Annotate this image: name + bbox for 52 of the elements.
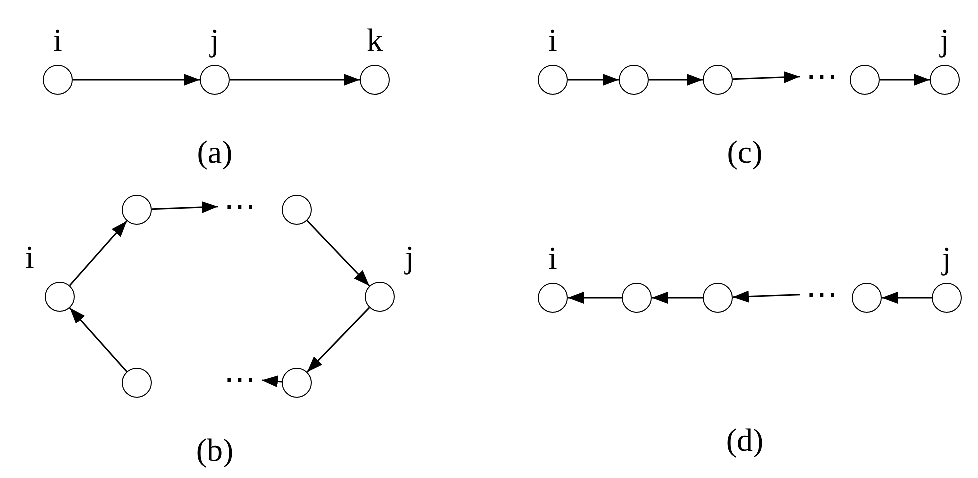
- arrow: [649, 74, 703, 86]
- node-label: k: [367, 24, 383, 56]
- node-label: i: [54, 24, 62, 56]
- arrow: [732, 290, 800, 303]
- arrow: [230, 74, 360, 86]
- circle-node: [122, 195, 152, 225]
- circle-node: [852, 283, 882, 313]
- arrow: [568, 292, 622, 304]
- circle-node: [282, 368, 312, 398]
- circle-node: [850, 65, 880, 95]
- circle-node: [703, 65, 733, 95]
- ellipsis-text: ⋯: [806, 278, 838, 310]
- ellipsis-text: ⋯: [806, 60, 838, 92]
- arrow: [73, 74, 200, 86]
- node-label: j: [406, 241, 414, 273]
- subfigure-caption: (a): [197, 134, 233, 170]
- circle-node: [360, 65, 390, 95]
- circle-node: [538, 283, 568, 313]
- circle-node: [282, 195, 312, 225]
- arrow: [732, 71, 800, 84]
- ellipsis-text: ⋯: [224, 190, 256, 222]
- node-label: j: [942, 242, 952, 274]
- circle-node: [200, 65, 230, 95]
- arrow: [69, 308, 128, 372]
- circle-node: [619, 65, 649, 95]
- circle-node: [122, 368, 152, 398]
- circle-node: [365, 282, 395, 312]
- ellipsis-text: ⋯: [224, 363, 256, 395]
- node-label: j: [210, 24, 220, 56]
- circle-node: [622, 283, 652, 313]
- circle-node: [703, 283, 733, 313]
- circle-node: [45, 282, 75, 312]
- arrow: [262, 376, 282, 388]
- node-label: i: [26, 241, 34, 273]
- arrow: [306, 220, 370, 287]
- circle-node: [932, 283, 962, 313]
- arrow: [882, 292, 932, 304]
- subfigure-caption: (b): [196, 432, 234, 468]
- arrow: [652, 292, 703, 304]
- subfigure-caption: (d): [726, 422, 764, 458]
- subfigure-caption: (c): [727, 134, 763, 170]
- node-label: i: [548, 24, 558, 56]
- node-label: i: [548, 242, 558, 274]
- circle-node: [43, 65, 73, 95]
- node-label: j: [940, 24, 950, 56]
- arrow: [880, 74, 930, 86]
- arrow: [306, 307, 370, 373]
- circle-node: [930, 65, 960, 95]
- arrow: [69, 220, 128, 286]
- arrow: [568, 74, 619, 86]
- circle-node: [538, 65, 568, 95]
- arrow: [152, 201, 218, 214]
